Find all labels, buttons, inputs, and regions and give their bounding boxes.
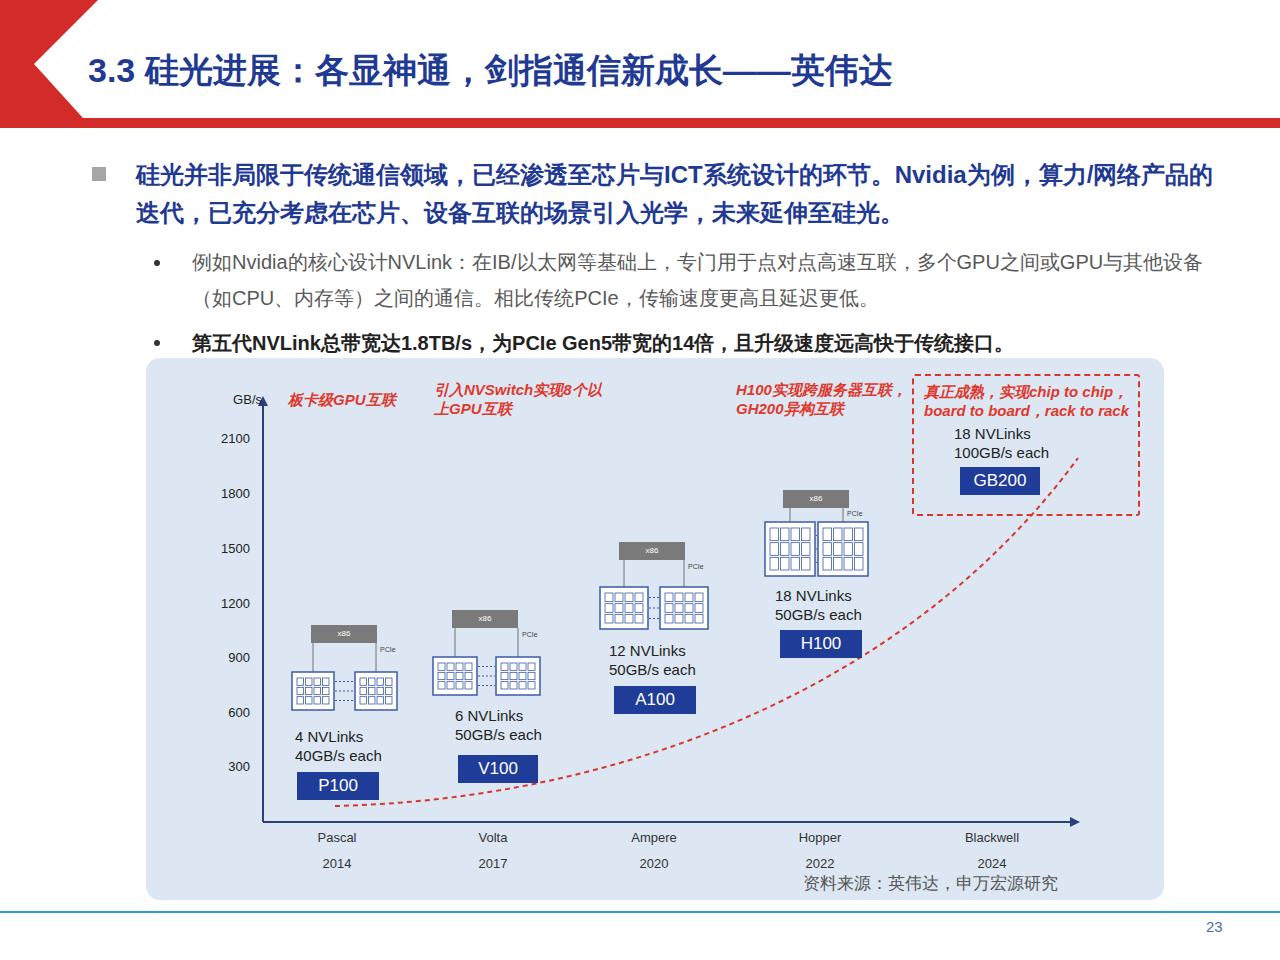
header-rule (60, 118, 1280, 128)
chart-panel: 资料来源：英伟达，申万宏源研究 P100 V100 A100 H100 真正成熟，实现ch… (146, 358, 1164, 900)
cpu-label: x86 (646, 546, 659, 556)
gpu-box: GB200 (960, 467, 1040, 495)
link-spec: 4 NVLinks 40GB/s each (295, 727, 395, 765)
tick-label: 1200 (200, 596, 250, 612)
year-label: 2024 (942, 856, 1042, 872)
pcie-wire (518, 628, 519, 657)
nvlink-wire (478, 685, 495, 686)
tick-label: 300 (200, 759, 250, 775)
source-note: 资料来源：英伟达，申万宏源研究 (803, 874, 1143, 894)
link-spec: 18 NVLinks 100GB/s each (954, 424, 1066, 462)
pcie-wire (455, 628, 456, 657)
gpu-box: H100 (780, 630, 862, 658)
gpu-label: P100 (318, 776, 358, 796)
bullet-text: 例如Nvidia的核心设计NVLink：在IB/以太网等基础上，专门用于点对点高… (192, 244, 1242, 316)
gpu-box: A100 (614, 686, 696, 714)
gpu-chip (355, 672, 397, 710)
cpu-box: x86 (452, 610, 518, 628)
cpu-box: x86 (619, 542, 685, 560)
cpu-box: x86 (311, 625, 377, 643)
architecture-name: Hopper (770, 830, 870, 846)
link-spec: 18 NVLinks 50GB/s each (775, 586, 875, 624)
bullet-dot (154, 340, 160, 346)
nvlink-wire (649, 618, 659, 619)
pcie-wire (313, 643, 314, 672)
tick-label: 900 (200, 650, 250, 666)
gpu-label: H100 (801, 634, 842, 654)
nvlink-wire (816, 535, 817, 536)
gpu-chip (496, 657, 540, 695)
highlight-note: 真正成熟，实现chip to chip，board to board，rack … (924, 382, 1136, 420)
nvlink-wire (478, 666, 495, 667)
cpu-label: x86 (338, 629, 351, 639)
bus-label: PCIe (688, 563, 712, 571)
gpu-label: GB200 (974, 471, 1027, 491)
gpu-chip (292, 672, 334, 710)
nvlink-wire (816, 549, 817, 550)
gpu-chip (600, 587, 648, 629)
nvlink-wire (335, 691, 354, 692)
link-spec: 12 NVLinks 50GB/s each (609, 641, 709, 679)
header-chevron (0, 0, 98, 128)
bus-label: PCIe (522, 631, 546, 639)
tick-label: 600 (200, 705, 250, 721)
pcie-wire (624, 560, 625, 587)
stage-note: H100实现跨服务器互联，GH200异构互联 (736, 380, 916, 418)
nvlink-wire (816, 562, 817, 563)
stage-note: 板卡级GPU互联 (288, 390, 428, 409)
architecture-name: Pascal (287, 830, 387, 846)
pcie-wire (684, 560, 685, 587)
tick-label: 2100 (200, 431, 250, 447)
footer-rule (0, 911, 1280, 913)
gpu-label: V100 (478, 759, 518, 779)
chart-panel-ground (146, 358, 1164, 900)
nvlink-wire (335, 700, 354, 701)
gpu-chip (433, 657, 477, 695)
slide-title: 3.3 硅光进展：各显神通，剑指通信新成长——英伟达 (88, 48, 1238, 92)
pcie-wire (790, 508, 791, 522)
tick-label: 1800 (200, 486, 250, 502)
year-label: 2022 (770, 856, 870, 872)
year-label: 2017 (443, 856, 543, 872)
gpu-box: P100 (297, 772, 379, 800)
pcie-wire (376, 643, 377, 672)
gpu-chip (660, 587, 708, 629)
cpu-label: x86 (479, 614, 492, 624)
page-number: 23 (1206, 918, 1246, 936)
nvlink-wire (478, 676, 495, 677)
key-point: 硅光并非局限于传统通信领域，已经渗透至芯片与ICT系统设计的环节。Nvidia为… (136, 156, 1236, 232)
highlight-box: 真正成熟，实现chip to chip，board to board，rack … (912, 374, 1140, 516)
bullet-dot (154, 260, 160, 266)
cpu-box: x86 (783, 490, 849, 508)
nvlink-wire (335, 681, 354, 682)
bus-label: PCIe (380, 646, 404, 654)
pcie-wire (843, 508, 844, 522)
bullet-text: 第五代NVLink总带宽达1.8TB/s，为PCIe Gen5带宽的14倍，且升… (192, 328, 1252, 358)
bullet-square (92, 167, 106, 181)
bus-label: PCIe (847, 510, 871, 518)
architecture-name: Ampere (604, 830, 704, 846)
gpu-chip (818, 522, 868, 576)
year-label: 2014 (287, 856, 387, 872)
gpu-chip (765, 522, 815, 576)
cpu-label: x86 (810, 494, 823, 504)
stage-note: 引入NVSwitch实现8个以上GPU互联 (434, 380, 604, 418)
trend-curve (335, 458, 1078, 806)
axes (258, 396, 1080, 827)
architecture-name: Blackwell (942, 830, 1042, 846)
nvlink-wire (649, 597, 659, 598)
nvlink-wire (649, 608, 659, 609)
axis-unit: GB/s (212, 392, 262, 408)
gpu-label: A100 (635, 690, 675, 710)
architecture-name: Volta (443, 830, 543, 846)
tick-label: 1500 (200, 541, 250, 557)
link-spec: 6 NVLinks 50GB/s each (455, 706, 555, 744)
year-label: 2020 (604, 856, 704, 872)
gpu-box: V100 (458, 755, 538, 783)
